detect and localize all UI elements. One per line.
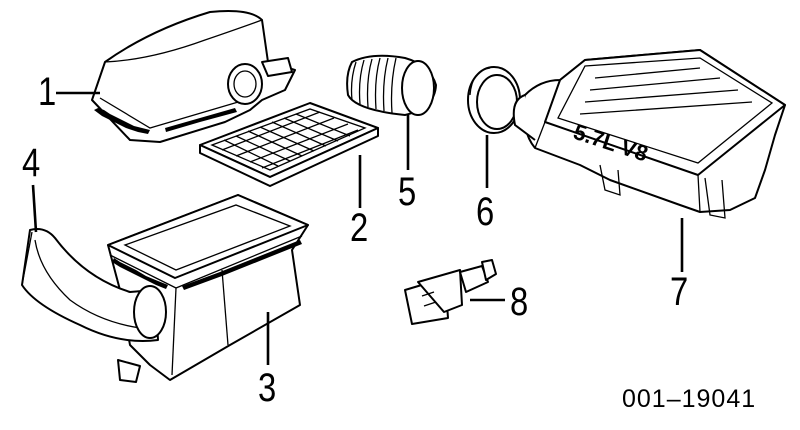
callout-5: 5 — [398, 170, 417, 214]
callout-7: 7 — [670, 270, 689, 314]
reference-number: 001–19041 — [622, 385, 757, 413]
callout-8: 8 — [510, 280, 529, 324]
inlet-duct-icon — [21, 228, 167, 342]
leader-lines — [31, 91, 684, 365]
air-cleaner-cover-icon — [91, 10, 296, 143]
air-filter-element-icon — [199, 102, 379, 187]
air-cleaner-housing-icon — [107, 194, 309, 383]
callout-4: 4 — [22, 141, 41, 185]
bellows-hose-icon — [346, 54, 437, 116]
callout-1: 1 — [38, 70, 57, 114]
engine-cover-icon: 5.7L V8 — [512, 49, 786, 219]
temperature-sensor-icon — [404, 259, 497, 325]
seal-ring-icon — [467, 66, 521, 134]
callout-2: 2 — [350, 206, 369, 250]
callout-6: 6 — [476, 190, 495, 234]
callout-3: 3 — [258, 366, 277, 410]
